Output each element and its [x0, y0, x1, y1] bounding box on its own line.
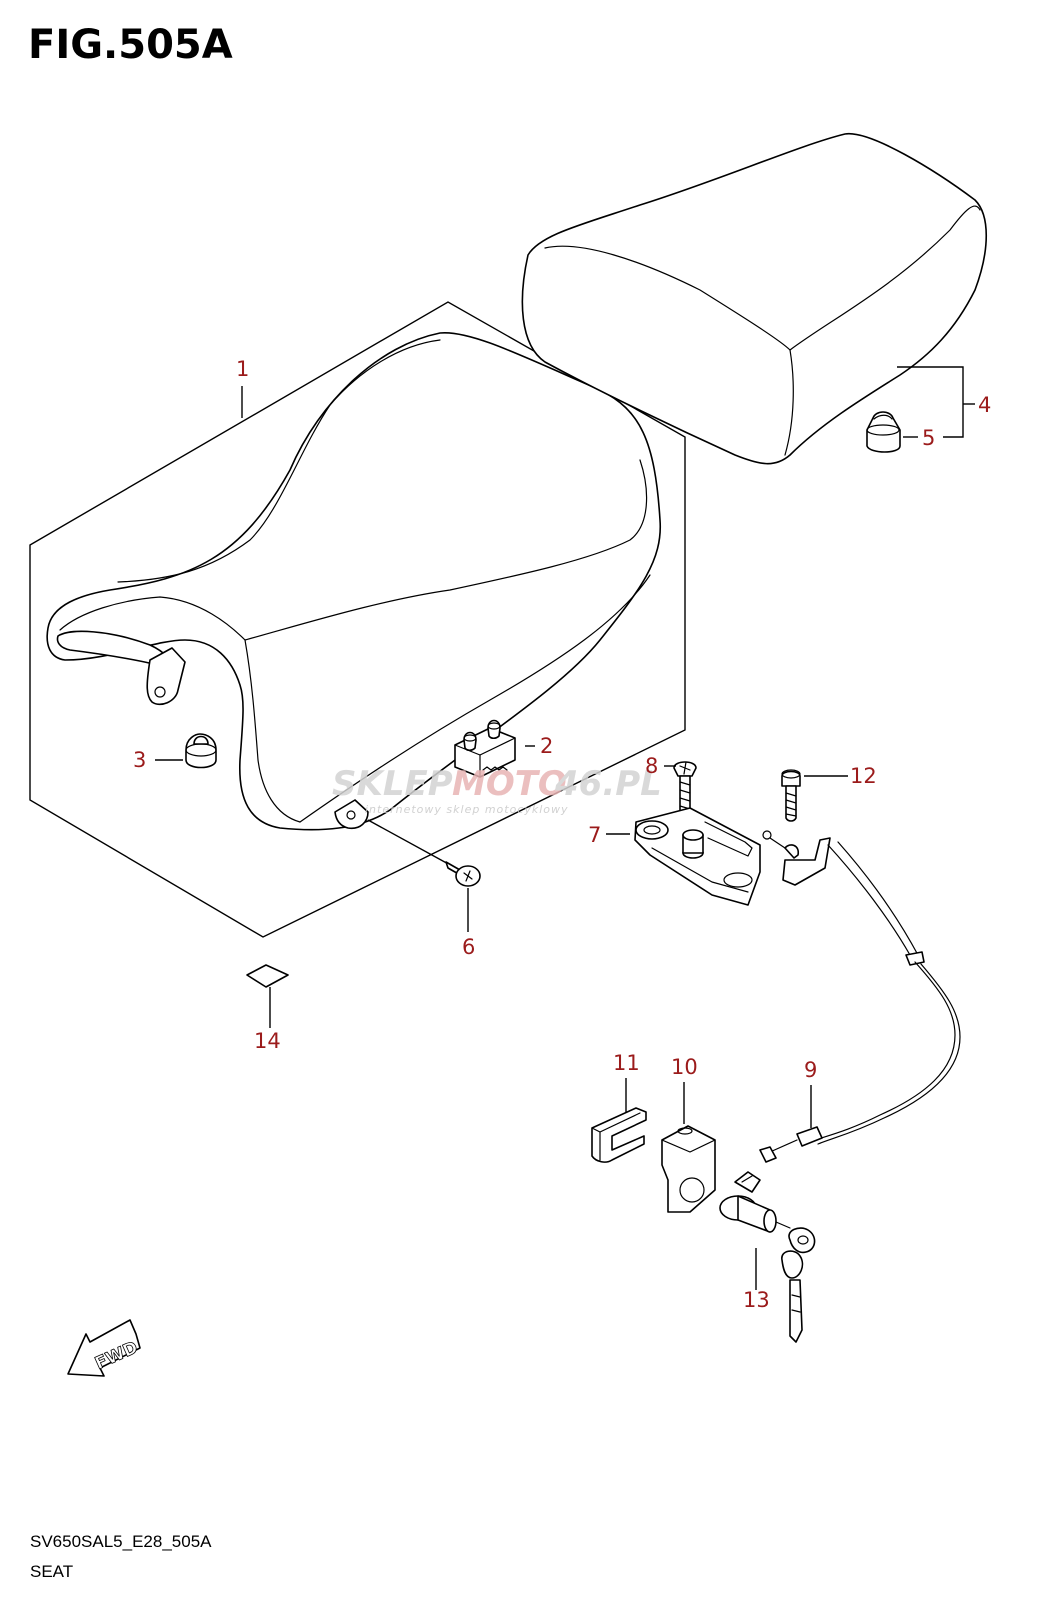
watermark-brand-b: MOTO: [452, 764, 567, 804]
leader-lines: [155, 366, 975, 1290]
bracket-10[interactable]: [661, 1125, 716, 1213]
callout-12: 12: [850, 764, 877, 788]
callout-10: 10: [671, 1055, 698, 1079]
bolt-12[interactable]: [781, 769, 801, 822]
front-seat[interactable]: [46, 331, 662, 831]
figure-title: FIG.505A: [28, 22, 233, 68]
callout-2: 2: [540, 734, 553, 758]
seat-lock-cable[interactable]: [759, 830, 961, 1163]
rear-seat[interactable]: [521, 133, 988, 465]
seat-lock-assembly[interactable]: [634, 807, 761, 906]
front-seat-bounding-box: [29, 301, 686, 938]
watermark-brand-a: SKLEP: [332, 764, 453, 804]
callout-11: 11: [613, 1051, 640, 1075]
clip-11[interactable]: [591, 1107, 647, 1163]
callout-14: 14: [254, 1029, 281, 1053]
seat-cushion-block[interactable]: [454, 719, 516, 778]
callout-7: 7: [588, 823, 601, 847]
lock-cylinder-and-keys[interactable]: [719, 1171, 816, 1343]
callout-13: 13: [743, 1288, 770, 1312]
callout-8: 8: [645, 754, 658, 778]
rear-seat-cushion[interactable]: [866, 411, 901, 453]
forward-direction-arrow: FWD: [67, 1319, 141, 1377]
front-seat-group: [29, 301, 686, 938]
screw-6[interactable]: [367, 819, 481, 887]
caution-label-sticker[interactable]: [246, 964, 289, 988]
watermark-tagline: internetowy sklep motocyklowy: [365, 803, 569, 816]
watermark-brand-c: 46.PL: [554, 764, 662, 804]
callout-labels: 1 2 3 4 5 6 7 8 9 10 11 12 13 14: [133, 357, 991, 1312]
figure-name: SEAT: [30, 1562, 74, 1581]
callout-1: 1: [236, 357, 249, 381]
watermark: SKLEP MOTO 46.PL internetowy sklep motoc…: [332, 764, 662, 816]
callout-3: 3: [133, 748, 146, 772]
callout-9: 9: [804, 1058, 817, 1082]
callout-6: 6: [462, 935, 475, 959]
callout-4: 4: [978, 393, 991, 417]
seat-cushion-round[interactable]: [185, 733, 217, 769]
callout-5: 5: [922, 426, 935, 450]
figure-code: SV650SAL5_E28_505A: [30, 1532, 212, 1551]
